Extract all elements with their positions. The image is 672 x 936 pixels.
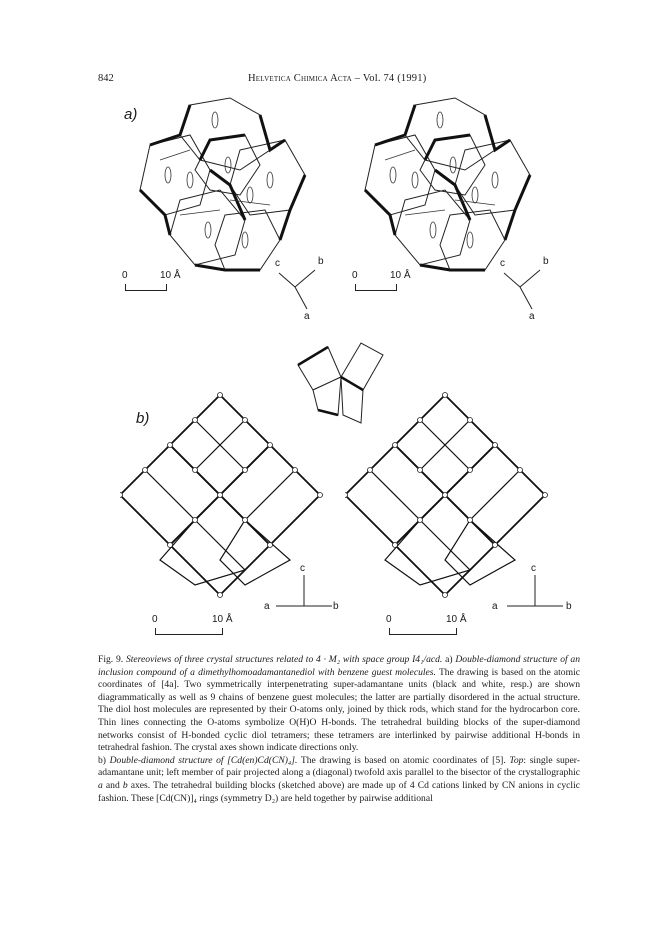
scale-ten-label: 10 Å [390, 270, 411, 281]
panel-a-right-axes [503, 269, 541, 310]
scale-ten-label: 10 Å [446, 614, 467, 625]
figure-caption: Fig. 9. Stereoviews of three crystal str… [98, 654, 580, 805]
scale-zero-label: 0 [122, 270, 128, 281]
axis-c-label: c [275, 258, 280, 269]
part-b-text-1: The drawing is based on atomic coordinat… [300, 754, 506, 766]
axis-b-label: b [543, 256, 549, 267]
axis-a-label: a [304, 311, 310, 322]
scale-zero-label: 0 [352, 270, 358, 281]
fig-title: Stereoviews of three crystal structures … [125, 654, 443, 665]
axis-a-label: a [264, 601, 270, 612]
scale-zero-label: 0 [152, 614, 158, 625]
part-b-and: and [105, 779, 120, 791]
axis-a-label: a [492, 601, 498, 612]
panel-b-right-axes [507, 575, 563, 607]
scale-bar-line [355, 284, 397, 291]
scale-ten-label: 10 Å [160, 270, 181, 281]
part-b-top-label: Top [509, 754, 524, 766]
part-b-text-2: : single super-adamantane unit; left mem… [98, 754, 580, 779]
running-title: Helvetica Chimica Acta – Vol. 74 (1991) [248, 73, 426, 84]
axis-b-label: b [333, 601, 339, 612]
panel-a-label: a) [124, 106, 138, 123]
part-b-title: Double-diamond structure of [Cd(en)Cd(CN… [109, 754, 298, 766]
page-number: 842 [98, 73, 114, 84]
running-header: 842 Helvetica Chimica Acta – Vol. 74 (19… [0, 73, 672, 87]
panel-b-left-axes [276, 575, 332, 607]
scale-bar-line [389, 628, 457, 635]
axis-c-label: c [300, 563, 305, 574]
panel-a-left-structure [138, 97, 307, 272]
journal-name: Helvetica Chimica Acta [248, 73, 352, 84]
part-b-label: b) [98, 754, 106, 766]
axis-c-label: c [531, 563, 536, 574]
fig-number: Fig. 9. [98, 654, 124, 665]
part-a-title: Double-diamond structure of an inclusion… [98, 654, 581, 678]
panel-b-label: b) [136, 410, 150, 427]
panel-b-right-lattice [345, 392, 548, 598]
scale-zero-label: 0 [386, 614, 392, 625]
scale-bar-line [125, 284, 167, 291]
axis-c-label: c [500, 258, 505, 269]
axis-b-label: b [566, 601, 572, 612]
volume-year: – Vol. 74 (1991) [351, 73, 427, 84]
part-b-text-3: axes. The tetrahedral building blocks (s… [98, 779, 580, 804]
part-a-text: The drawing is based on the atomic coord… [98, 666, 580, 754]
part-a-label: a) [445, 654, 453, 665]
axis-b-label: b [318, 256, 324, 267]
axis-a-label: a [529, 311, 535, 322]
panel-a-left-axes [278, 269, 316, 310]
part-b-axis-b: b [122, 779, 128, 791]
scale-ten-label: 10 Å [212, 614, 233, 625]
panel-b-left-lattice [120, 392, 323, 598]
panel-a-right-structure [363, 97, 532, 272]
caption-paragraph: Fig. 9. Stereoviews of three crystal str… [98, 654, 580, 805]
tetrahedral-building-block-sketch [297, 342, 384, 424]
part-b-axis-a: a [98, 779, 103, 791]
scale-bar-line [155, 628, 223, 635]
